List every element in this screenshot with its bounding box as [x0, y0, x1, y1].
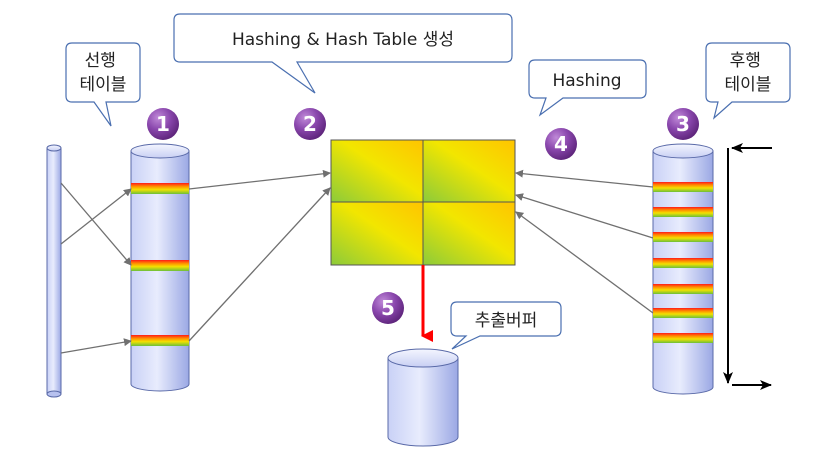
probe-row-highlight: [653, 284, 713, 294]
build-row-highlight: [131, 260, 189, 271]
callout-output-buffer-text: 추출버퍼: [475, 311, 538, 331]
probe-table-cylinder: [652, 143, 714, 395]
hash-table: [330, 139, 516, 266]
probe-row-highlight: [653, 333, 713, 343]
callout-build-table-line2: 테이블: [80, 75, 127, 95]
probe-row-highlight: [653, 258, 713, 268]
build-to-hash-arrows: [188, 169, 331, 342]
source-to-build-lines: [60, 182, 132, 354]
callout-hash-build: Hashing & Hash Table 생성: [173, 13, 513, 94]
probe-row-highlight: [653, 308, 713, 318]
callout-build-table-text: 선행 테이블: [80, 51, 127, 95]
hash-bucket: [330, 201, 424, 266]
step-badge-2-label: 2: [303, 112, 317, 136]
probe-row-highlight: [653, 182, 713, 192]
step-badge-2: 2: [294, 108, 326, 140]
probe-to-hash-arrows: [515, 169, 654, 314]
callout-hash-probe: Hashing: [528, 59, 647, 117]
callout-probe-table-text: 후행 테이블: [725, 51, 772, 95]
step-badge-1: 1: [147, 108, 179, 140]
build-row-highlight: [131, 183, 189, 194]
step-badge-1-label: 1: [156, 112, 170, 136]
callout-probe-table: 후행 테이블: [705, 42, 791, 120]
step-badge-4: 4: [545, 128, 577, 160]
source-column: [46, 144, 62, 398]
step-badge-5-label: 5: [381, 296, 395, 320]
step-badge-4-label: 4: [554, 132, 568, 156]
callout-probe-table-line2: 테이블: [725, 75, 772, 95]
build-row-highlight: [131, 335, 189, 346]
hash-bucket: [330, 139, 424, 203]
hash-bucket: [422, 201, 516, 266]
callout-hash-probe-text: Hashing: [552, 71, 621, 91]
step-badge-3-label: 3: [676, 112, 690, 136]
build-table-cylinder: [130, 143, 190, 392]
probe-row-highlight: [653, 232, 713, 242]
callout-output-buffer: 추출버퍼: [450, 301, 562, 350]
probe-row-highlight: [653, 207, 713, 217]
callout-build-table-line1: 선행: [85, 51, 116, 71]
step-badge-5: 5: [372, 292, 404, 324]
callout-build-table: 선행 테이블: [65, 42, 141, 127]
step-badge-3: 3: [667, 108, 699, 140]
callout-hash-build-text: Hashing & Hash Table 생성: [232, 30, 454, 50]
callout-probe-table-line1: 후행: [730, 51, 761, 71]
hash-bucket: [422, 139, 516, 203]
scan-direction-arrows: [723, 143, 772, 390]
output-buffer-cylinder: [387, 348, 459, 447]
